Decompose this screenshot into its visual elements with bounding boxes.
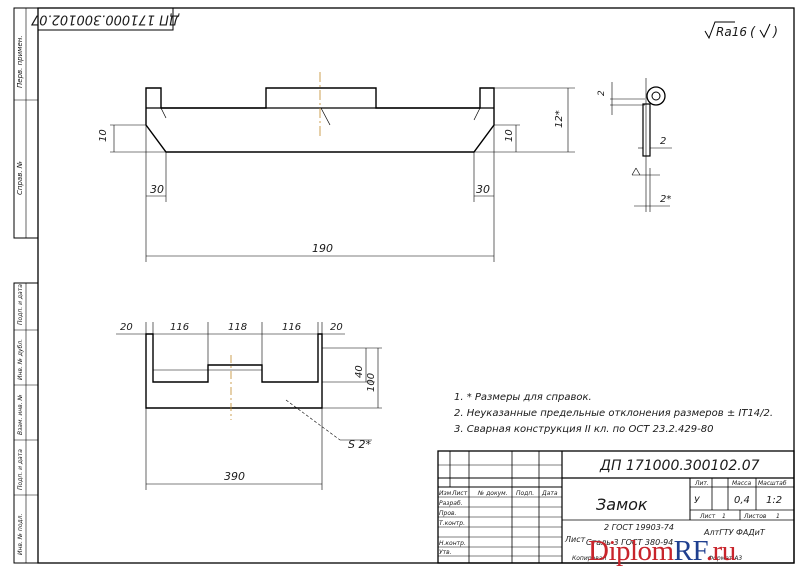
svg-text:Н.контр.: Н.контр.	[439, 540, 466, 547]
svg-text:Формат А3: Формат А3	[708, 555, 742, 562]
svg-text:Дата: Дата	[541, 490, 558, 497]
svg-text:Т.контр.: Т.контр.	[439, 520, 465, 527]
roughness-mark: Ra16 ( )	[704, 21, 778, 40]
side-label-podp2: Подп. и дата	[17, 449, 24, 490]
svg-text:12*: 12*	[554, 110, 565, 128]
svg-text:20: 20	[120, 322, 133, 333]
side-label-vzam: Взам. инв. №	[17, 394, 24, 435]
svg-text:118: 118	[228, 322, 247, 333]
svg-text:40: 40	[354, 365, 365, 378]
svg-text:АлтГТУ ФАДиТ: АлтГТУ ФАДиТ	[703, 528, 766, 537]
section-view	[610, 78, 672, 212]
svg-text:У: У	[694, 496, 700, 506]
sheet-frame	[37, 7, 795, 564]
side-label-perv: Перв. примен.	[16, 35, 24, 88]
title-block	[437, 450, 795, 564]
svg-text:1: 1	[776, 513, 780, 520]
top-stamp-code: ДП 171000.300102.07	[30, 12, 180, 27]
site-watermark: DiplomRF.ru	[588, 535, 736, 567]
note-1: 1. * Размеры для справок.	[454, 392, 592, 403]
weld-symbol: S 2*	[348, 438, 371, 451]
svg-text:Лист: Лист	[699, 513, 716, 520]
svg-text:Сталь 3 ГОСТ 380-94: Сталь 3 ГОСТ 380-94	[586, 538, 673, 547]
svg-text:Лист: Лист	[451, 490, 468, 497]
top-stamp-box	[37, 7, 174, 31]
svg-text:Копировал: Копировал	[572, 555, 606, 562]
top-view	[110, 72, 575, 262]
svg-text:2*: 2*	[660, 194, 671, 205]
svg-text:30: 30	[150, 183, 164, 196]
svg-text:Подп.: Подп.	[516, 490, 534, 497]
svg-text:190: 190	[312, 242, 333, 255]
svg-text:10: 10	[504, 129, 515, 142]
side-label-podp1: Подп. и дата	[17, 284, 24, 325]
note-2: 2. Неуказанные предельные отклонения раз…	[454, 408, 773, 419]
svg-text:2: 2	[660, 136, 666, 147]
svg-text:Масса: Масса	[732, 480, 751, 487]
roughness-ra: Ra16	[716, 25, 747, 39]
svg-text:Пров.: Пров.	[439, 510, 457, 517]
svg-text:Лит.: Лит.	[694, 480, 709, 487]
side-label-inv-dubl: Инв. № дубл.	[17, 339, 24, 380]
svg-text:10: 10	[98, 129, 109, 142]
svg-text:): )	[772, 25, 778, 40]
svg-text:390: 390	[224, 470, 245, 483]
svg-text:30: 30	[476, 183, 490, 196]
svg-text:20: 20	[330, 322, 343, 333]
svg-text:1: 1	[722, 513, 726, 520]
svg-text:100: 100	[366, 373, 377, 392]
svg-text:Утв.: Утв.	[439, 549, 452, 556]
bottom-view	[116, 322, 382, 490]
title-block-title: Замок	[596, 495, 648, 514]
side-label-sprav: Справ. №	[16, 161, 24, 195]
svg-text:0,4: 0,4	[734, 495, 750, 506]
svg-text:(: (	[750, 25, 756, 40]
note-3: 3. Сварная конструкция II кл. по ОСТ 23.…	[454, 424, 713, 435]
svg-text:2: 2	[597, 90, 607, 96]
svg-text:Лист: Лист	[564, 535, 586, 544]
svg-text:1:2: 1:2	[766, 495, 782, 506]
svg-text:Изм: Изм	[439, 490, 452, 497]
svg-text:2 ГОСТ 19903-74: 2 ГОСТ 19903-74	[604, 523, 674, 532]
svg-text:116: 116	[282, 322, 301, 333]
svg-text:Листов: Листов	[743, 513, 767, 520]
svg-text:Разраб.: Разраб.	[439, 500, 463, 507]
side-label-inv-podl: Инв. № подл.	[17, 514, 24, 555]
title-block-code: ДП 171000.300102.07	[599, 458, 760, 474]
svg-text:116: 116	[170, 322, 189, 333]
svg-text:№ докум.: № докум.	[477, 490, 508, 497]
svg-text:Масштаб: Масштаб	[758, 480, 787, 487]
